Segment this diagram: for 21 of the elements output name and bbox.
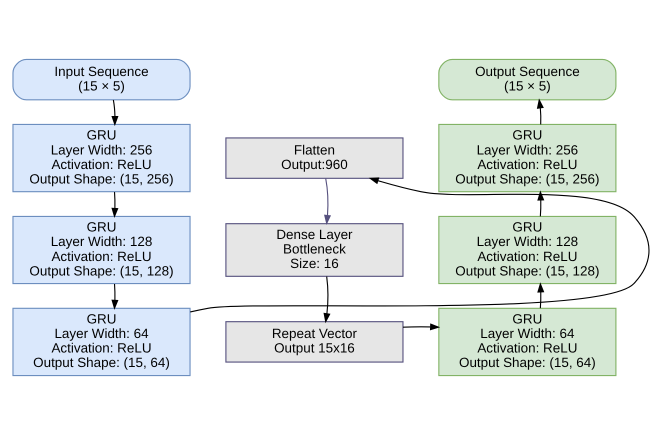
arrow [190, 177, 650, 313]
arrow [111, 192, 118, 218]
node-box: GRU Layer Width: 64 Activation: ReLU Output Shape: (15, 64) [438, 308, 616, 376]
arrow [537, 190, 544, 216]
node-box: Dense Layer Bottleneck Size: 16 [225, 223, 404, 277]
node-box: GRU Layer Width: 128 Activation: ReLU Output Shape: (15, 128) [438, 216, 616, 284]
arrow [536, 98, 544, 124]
arrow [111, 100, 118, 126]
arrow [323, 276, 330, 324]
node-box: Output Sequence (15 × 5) [438, 58, 616, 100]
node-box: Flatten Output:960 [225, 137, 404, 179]
node-box: Input Sequence (15 × 5) [12, 58, 191, 100]
arrow [403, 323, 440, 330]
node-box: GRU Layer Width: 256 Activation: ReLU Output Shape: (15, 256) [438, 124, 616, 192]
arrow [324, 178, 332, 226]
node-box: GRU Layer Width: 128 Activation: ReLU Output Shape: (15, 128) [12, 216, 191, 284]
node-box: GRU Layer Width: 256 Activation: ReLU Output Shape: (15, 256) [12, 124, 191, 192]
node-box: Repeat Vector Output 15x16 [225, 321, 404, 363]
node-box: GRU Layer Width: 64 Activation: ReLU Output Shape: (15, 64) [12, 308, 191, 376]
arrow [537, 282, 544, 308]
arrow [111, 284, 118, 310]
